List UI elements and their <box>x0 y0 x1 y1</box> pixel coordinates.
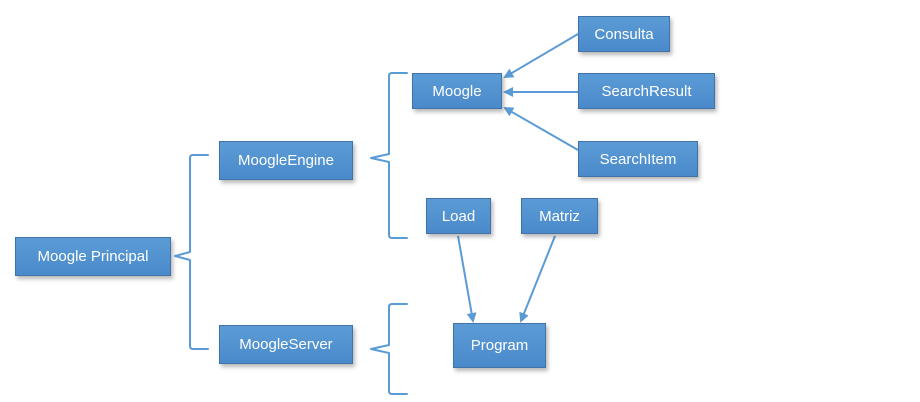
node-search-item: SearchItem <box>578 141 698 177</box>
node-label: MoogleServer <box>239 336 333 353</box>
node-moogle-server: MoogleServer <box>219 325 353 364</box>
node-label: Moogle Principal <box>37 248 149 265</box>
arrow-consulta-to-moogle <box>503 33 579 79</box>
brace-principal <box>174 154 209 350</box>
node-load: Load <box>426 198 491 234</box>
node-label: SearchItem <box>599 150 677 168</box>
node-label: Program <box>470 337 529 354</box>
node-label: Load <box>441 207 476 225</box>
node-search-result: SearchResult <box>578 73 715 109</box>
node-label: Moogle <box>432 82 482 100</box>
node-moogle: Moogle <box>412 73 502 109</box>
node-label: Matriz <box>539 207 580 225</box>
arrow-load-to-program <box>457 235 477 323</box>
node-label: MoogleEngine <box>238 152 334 169</box>
node-consulta: Consulta <box>578 16 670 52</box>
brace-engine <box>370 72 408 239</box>
node-moogle-engine: MoogleEngine <box>219 141 353 180</box>
node-matriz: Matriz <box>521 198 598 234</box>
arrow-matriz-to-program <box>519 235 556 323</box>
brace-server <box>370 303 408 395</box>
node-label: Consulta <box>594 25 654 43</box>
node-program: Program <box>453 323 546 368</box>
node-moogle-principal: Moogle Principal <box>15 237 171 276</box>
arrow-searchitem-to-moogle <box>503 107 579 151</box>
node-label: SearchResult <box>601 82 692 100</box>
